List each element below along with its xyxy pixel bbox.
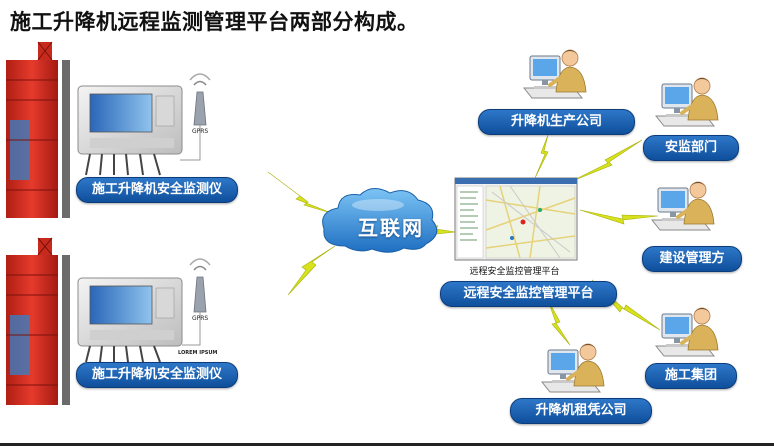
stakeholder-label-leasing: 升降机租凭公司 bbox=[510, 398, 652, 424]
bottom-divider bbox=[0, 443, 774, 446]
construction-mgmt-staff-icon bbox=[650, 180, 716, 232]
lightning-link-safety-dept bbox=[569, 139, 643, 183]
device-group-1 bbox=[6, 41, 211, 218]
construction-group-staff-icon bbox=[654, 306, 720, 358]
stakeholder-label-construction-mgmt: 建设管理方 bbox=[642, 246, 742, 272]
gprs-label-2: GPRS bbox=[192, 315, 209, 322]
stakeholder-label-construction-group: 施工集团 bbox=[645, 363, 737, 389]
gprs-antenna-icon bbox=[182, 258, 211, 346]
stakeholder-label-safety-dept: 安监部门 bbox=[643, 135, 739, 161]
stakeholder-label-manufacturer: 升降机生产公司 bbox=[478, 109, 635, 135]
construction-lift-tower-icon bbox=[6, 41, 70, 218]
device-brand-text: LOREM IPSUM bbox=[178, 350, 218, 356]
monitoring-device-icon bbox=[77, 85, 183, 176]
lightning-link-construction-group bbox=[591, 279, 661, 331]
lightning-link-device-1 bbox=[267, 171, 335, 215]
page-title: 施工升降机远程监测管理平台两部分构成。 bbox=[10, 10, 419, 34]
gprs-antenna-icon bbox=[180, 73, 211, 161]
manufacturer-staff-icon bbox=[522, 48, 588, 100]
platform-label: 远程安全监控管理平台 bbox=[440, 281, 617, 307]
lightning-link-construction-mgmt bbox=[579, 209, 659, 225]
device-label-2: 施工升降机安全监测仪 bbox=[76, 362, 238, 388]
lightning-link-leasing bbox=[547, 299, 571, 346]
lightning-link-manufacturer bbox=[534, 134, 549, 179]
leasing-staff-icon bbox=[540, 342, 606, 394]
platform-caption: 远程安全监控管理平台 bbox=[469, 267, 560, 277]
gprs-label-1: GPRS bbox=[192, 128, 209, 135]
lightning-link-device-2 bbox=[287, 245, 336, 296]
device-label-1: 施工升降机安全监测仪 bbox=[76, 177, 238, 203]
device-group-2 bbox=[6, 237, 211, 405]
internet-label: 互联网 bbox=[358, 216, 424, 240]
construction-lift-tower-icon bbox=[6, 237, 70, 405]
internet-cloud-icon bbox=[322, 188, 438, 253]
platform-software-screen-icon bbox=[454, 177, 578, 261]
monitoring-device-icon bbox=[77, 277, 183, 363]
safety-dept-staff-icon bbox=[654, 76, 720, 128]
